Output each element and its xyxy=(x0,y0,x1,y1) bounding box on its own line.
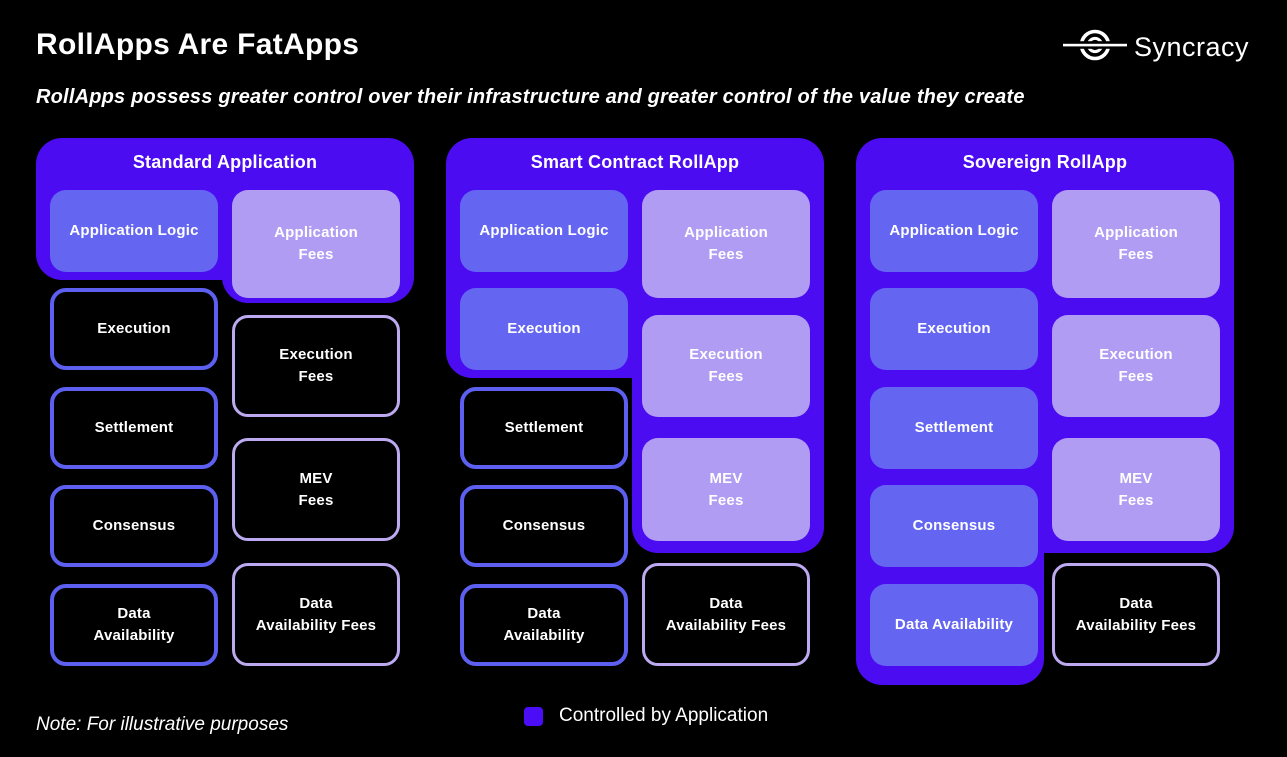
box-execution: Execution xyxy=(50,288,218,370)
box-data-availability: Data Availability xyxy=(50,584,218,666)
legend-label: Controlled by Application xyxy=(559,705,769,726)
box-mev-fees: MEV Fees xyxy=(232,438,400,541)
column-title: Smart Contract RollApp xyxy=(530,152,740,172)
column-title: Sovereign RollApp xyxy=(962,152,1128,172)
column-title: Standard Application xyxy=(132,152,318,172)
syncracy-logo: Syncracy xyxy=(1062,26,1249,69)
box-data-availability-fees: Data Availability Fees xyxy=(232,563,400,666)
syncracy-orbit-icon xyxy=(1062,26,1128,69)
legend-swatch xyxy=(524,706,543,726)
box-application-fees: Application Fees xyxy=(642,190,810,298)
box-data-availability-fees: Data Availability Fees xyxy=(642,563,810,666)
footnote: Note: For illustrative purposes xyxy=(36,714,289,735)
column-smart-contract-rollapp: Smart Contract RollApp Application Logic… xyxy=(446,138,824,698)
box-data-availability: Data Availability xyxy=(460,584,628,666)
box-execution-fees: Execution Fees xyxy=(232,315,400,417)
box-application-logic: Application Logic xyxy=(50,190,218,272)
page-title: RollApps Are FatApps xyxy=(36,28,360,61)
box-consensus: Consensus xyxy=(460,485,628,567)
box-execution: Execution xyxy=(460,288,628,370)
box-application-fees: Application Fees xyxy=(232,190,400,298)
box-execution: Execution xyxy=(870,288,1038,370)
logo-wordmark: Syncracy xyxy=(1134,32,1250,62)
box-application-fees: Application Fees xyxy=(1052,190,1220,298)
column-sovereign-rollapp: Sovereign RollApp Application Logic Exec… xyxy=(856,138,1234,698)
page-subtitle: RollApps possess greater control over th… xyxy=(36,86,1025,108)
box-execution-fees: Execution Fees xyxy=(642,315,810,417)
column-standard-application: Standard Application Application Logic E… xyxy=(36,138,414,698)
box-settlement: Settlement xyxy=(50,387,218,469)
box-application-logic: Application Logic xyxy=(460,190,628,272)
box-settlement: Settlement xyxy=(870,387,1038,469)
box-consensus: Consensus xyxy=(50,485,218,567)
box-data-availability-fees: Data Availability Fees xyxy=(1052,563,1220,666)
box-data-availability: Data Availability xyxy=(870,584,1038,666)
box-execution-fees: Execution Fees xyxy=(1052,315,1220,417)
legend: Controlled by Application xyxy=(524,705,768,727)
box-settlement: Settlement xyxy=(460,387,628,469)
box-application-logic: Application Logic xyxy=(870,190,1038,272)
box-mev-fees: MEV Fees xyxy=(642,438,810,541)
box-mev-fees: MEV Fees xyxy=(1052,438,1220,541)
box-consensus: Consensus xyxy=(870,485,1038,567)
